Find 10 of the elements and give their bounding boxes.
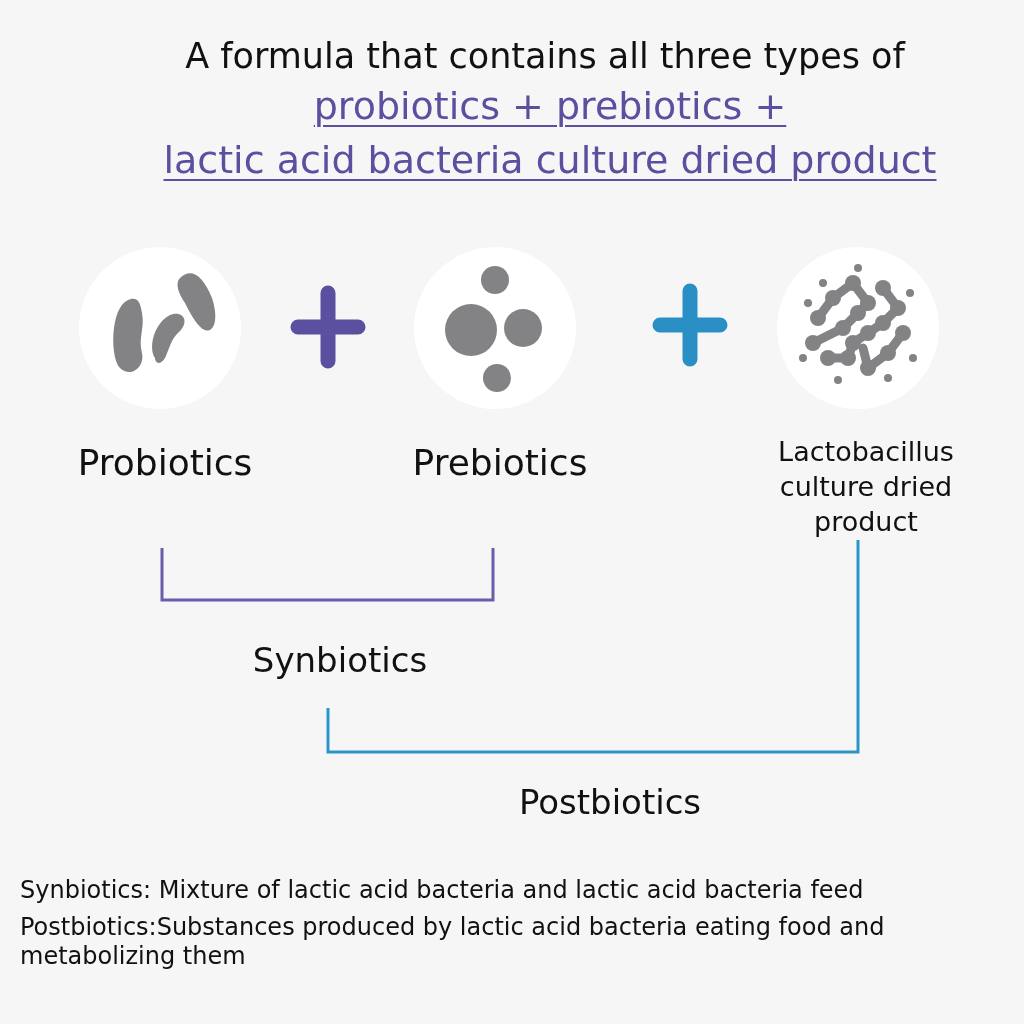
ingredient-label: Prebiotics [411,441,589,485]
group-label: Postbiotics [517,781,703,824]
footnote: Postbiotics:Substances produced by lactic acid bacteria eating food and metabolizing them [20,913,886,971]
footnote: Synbiotics: Mixture of lactic acid bacteria and lactic acid bacteria feed [20,876,865,905]
group-label: Synbiotics [251,639,429,682]
title: A formula that contains all three types of [184,36,907,76]
subtitle: lactic acid bacteria culture dried product [162,138,938,184]
ingredient-label: Probiotics [76,441,254,485]
subtitle: probiotics + prebiotics + [312,84,788,130]
ingredient-label: Lactobacillus culture dried product [777,435,955,540]
